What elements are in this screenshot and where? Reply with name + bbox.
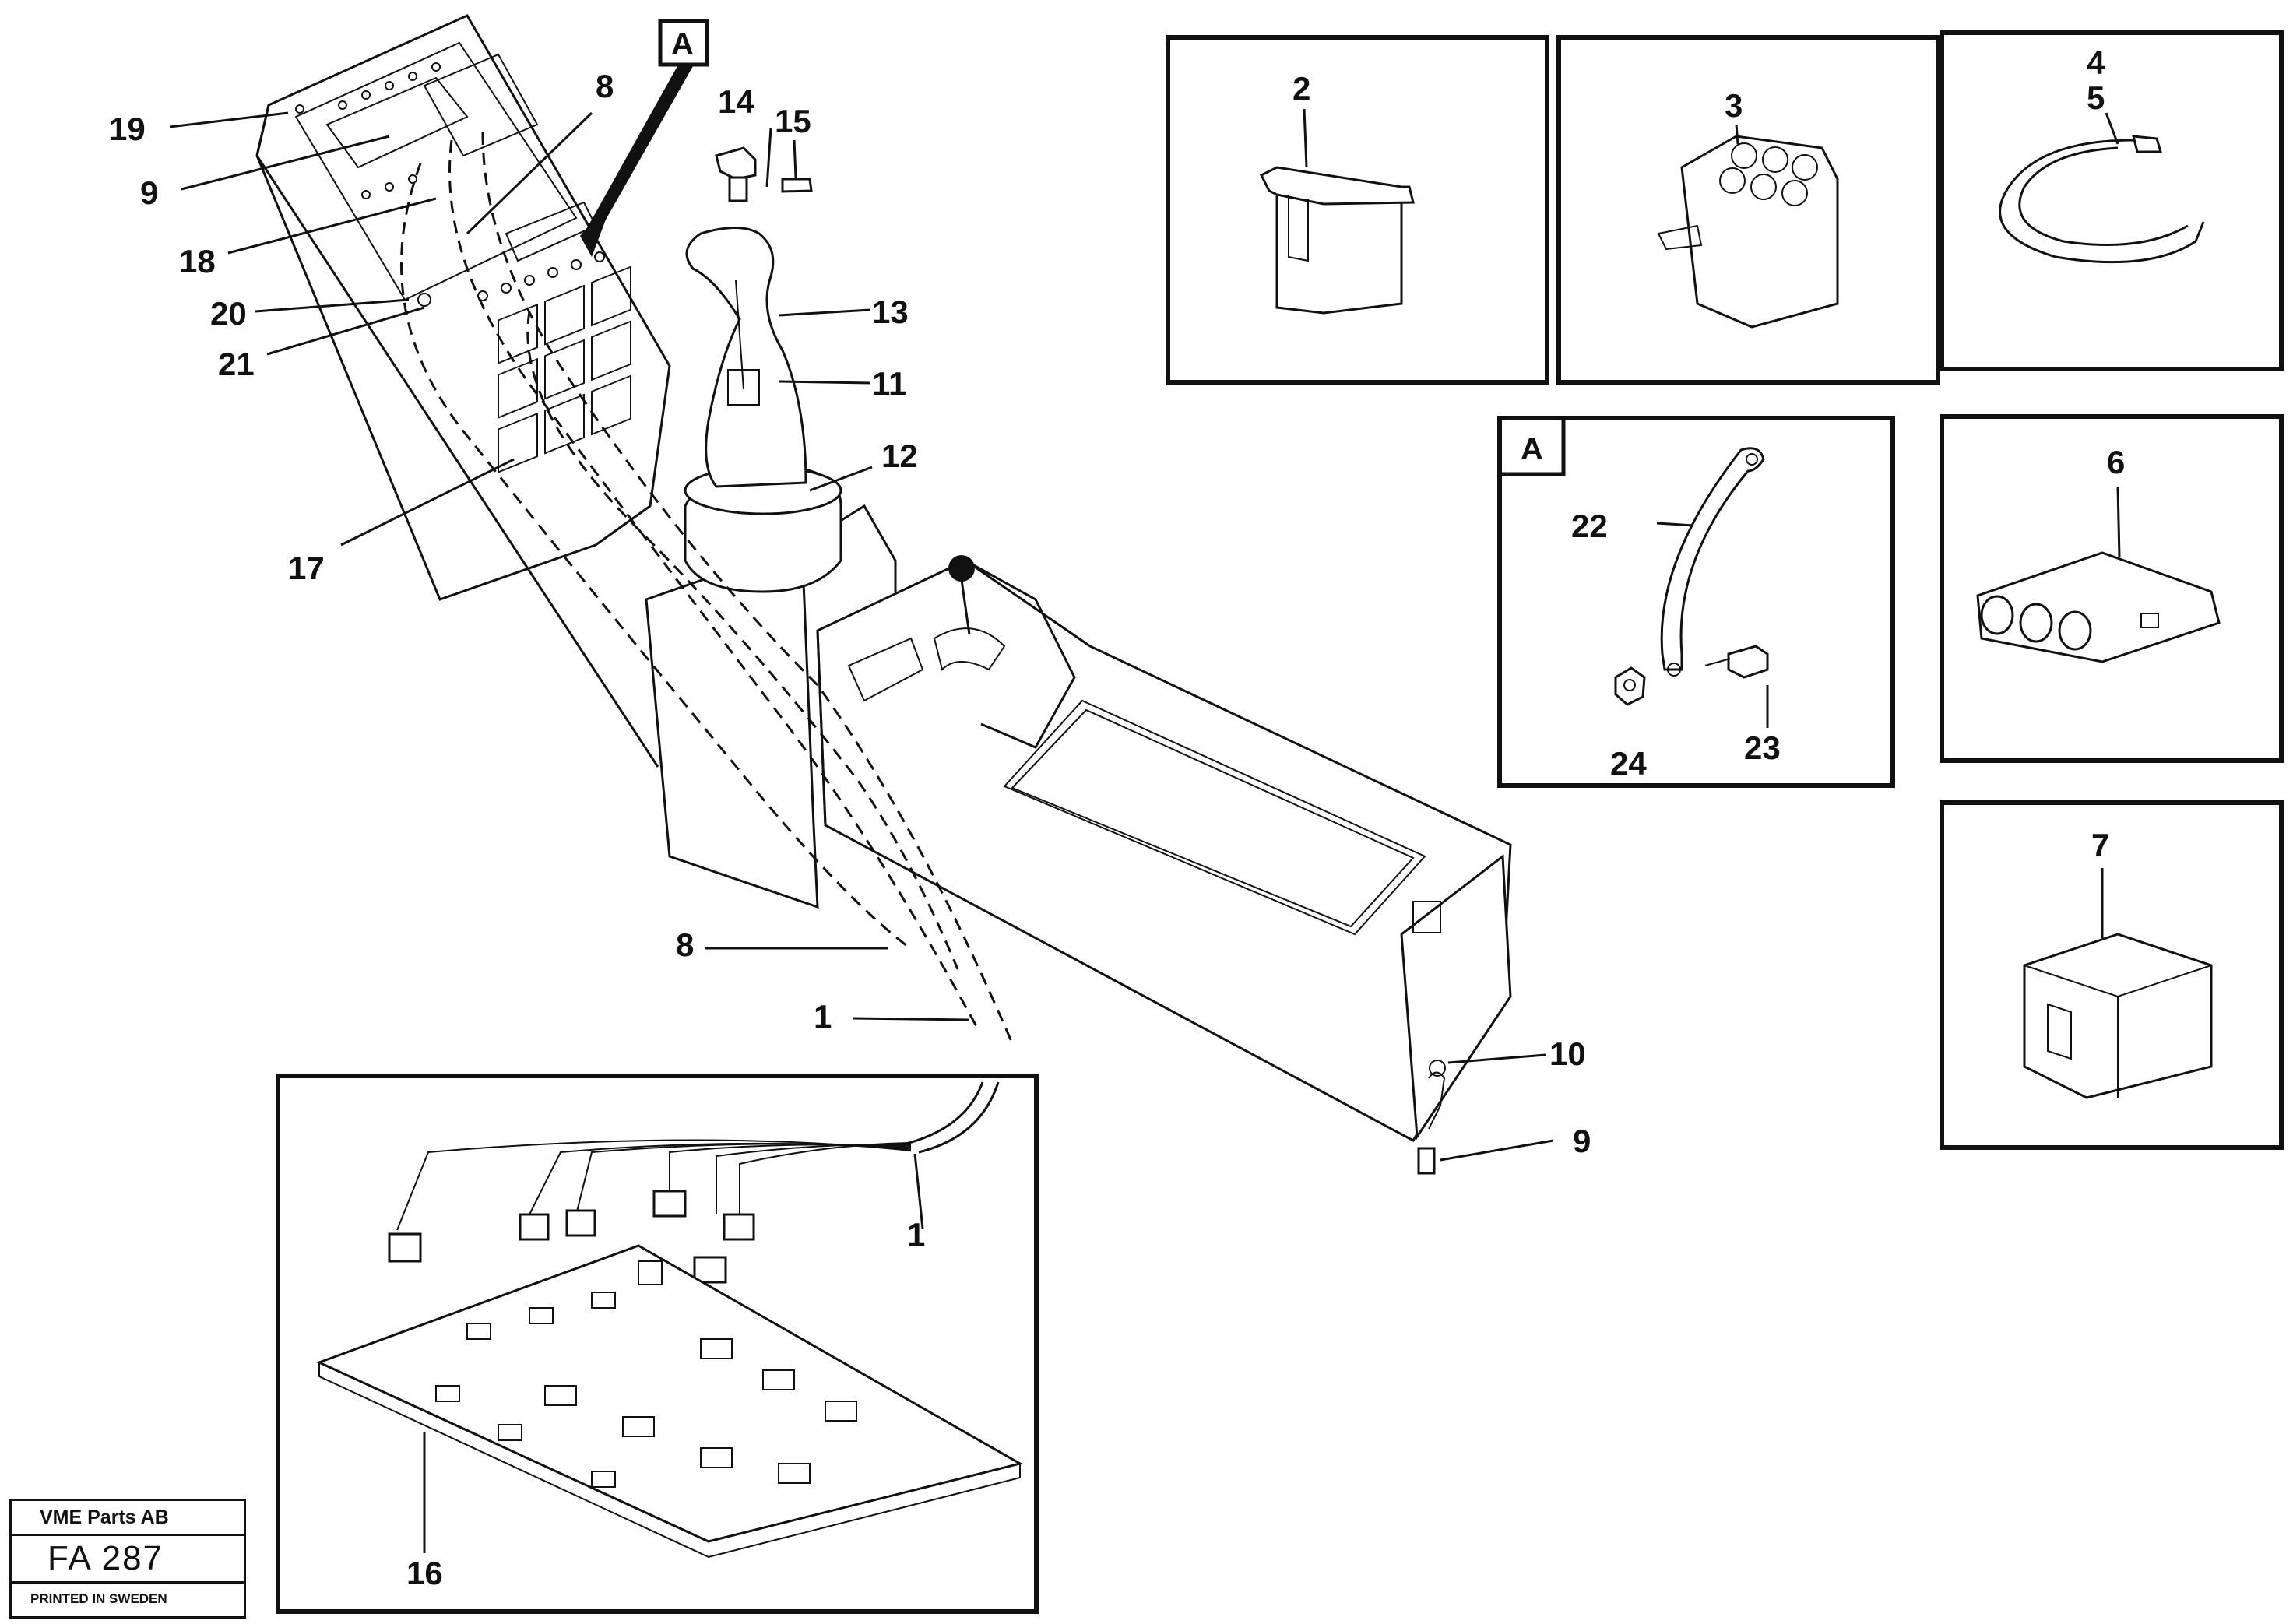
- callout-10: 10: [1549, 1035, 1586, 1072]
- pedestal-box: [645, 504, 897, 909]
- callout-1-inset: 1: [907, 1216, 925, 1253]
- detail-a-label: A: [671, 27, 694, 62]
- box-part-2: [1166, 35, 1549, 385]
- callout-14: 14: [718, 83, 754, 120]
- callout-24: 24: [1610, 745, 1647, 782]
- callout-3: 3: [1725, 87, 1743, 124]
- box-part-4-5: [1940, 30, 2284, 371]
- callout-17: 17: [288, 550, 325, 586]
- callout-4: 4: [2087, 44, 2105, 81]
- callout-2: 2: [1292, 70, 1310, 107]
- stamp-printed: PRINTED IN SWEDEN: [30, 1591, 167, 1606]
- callout-6: 6: [2107, 444, 2125, 480]
- callout-13: 13: [872, 294, 909, 330]
- detail-a-box-label: A: [1521, 432, 1543, 466]
- callout-21: 21: [218, 346, 255, 382]
- callout-8-bottom: 8: [676, 926, 694, 963]
- box-part-7: [1940, 800, 2284, 1150]
- callout-15: 15: [775, 103, 811, 139]
- callout-22: 22: [1571, 508, 1608, 544]
- callout-11: 11: [872, 365, 906, 402]
- callout-8-top: 8: [596, 68, 614, 104]
- title-stamp: VME Parts AB FA 287 PRINTED IN SWEDEN: [9, 1499, 246, 1619]
- box-detail-a: [1497, 416, 1895, 788]
- stamp-company: VME Parts AB: [12, 1501, 244, 1536]
- callout-16: 16: [406, 1555, 443, 1591]
- callout-20: 20: [210, 295, 247, 332]
- callout-9-bottom: 9: [1573, 1123, 1591, 1159]
- callout-19: 19: [109, 111, 146, 147]
- wire-harness-route: [400, 132, 1014, 1044]
- inset-harness-board: [276, 1074, 1039, 1614]
- detail-a-callout: [580, 19, 709, 257]
- instrument-panel: [255, 14, 671, 768]
- callout-5: 5: [2087, 79, 2105, 116]
- box-part-6: [1940, 414, 2284, 763]
- box-part-3: [1556, 35, 1940, 385]
- callout-12: 12: [881, 438, 918, 474]
- callout-7: 7: [2091, 827, 2109, 863]
- callout-labels: 19 9 18 20 21 17 8 A 14 15 13 11 12 8 1 …: [109, 27, 2125, 1591]
- control-lever: [684, 146, 842, 593]
- callout-1-main: 1: [814, 998, 832, 1035]
- main-console: [816, 555, 1512, 1175]
- stamp-code: FA 287: [12, 1536, 244, 1584]
- callout-18: 18: [179, 243, 216, 279]
- leader-lines: [169, 111, 1554, 1162]
- callout-23: 23: [1744, 729, 1781, 766]
- callout-9-top: 9: [140, 174, 158, 211]
